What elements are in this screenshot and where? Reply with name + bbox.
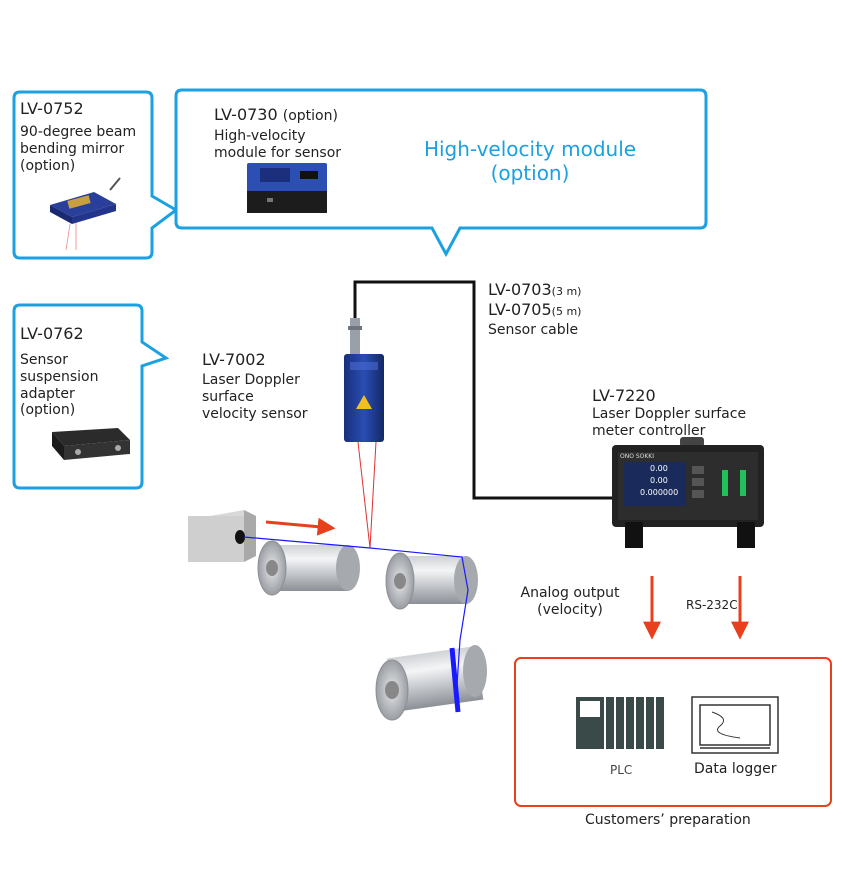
analog-output-label: Analog output (velocity) bbox=[520, 585, 620, 618]
customer-caption: Customers’ preparation bbox=[585, 812, 751, 828]
controller-desc: Laser Doppler surface meter controller bbox=[592, 406, 747, 439]
customer-box bbox=[514, 657, 832, 807]
roller-2 bbox=[385, 552, 478, 610]
module-headline: High-velocity module (option) bbox=[423, 137, 637, 185]
controller-model: LV-7220 bbox=[592, 386, 656, 405]
controller-brand: ONO SOKKI bbox=[620, 453, 655, 460]
web-path bbox=[243, 536, 469, 701]
cable-model-b: LV-0705(5 m) bbox=[488, 300, 582, 319]
sensor-model: LV-7002 bbox=[202, 350, 266, 369]
controller-readout-2: 0.00 bbox=[650, 476, 668, 485]
target-block bbox=[188, 510, 256, 562]
data-logger-label: Data logger bbox=[694, 761, 777, 777]
module-model: LV-0730 (option) bbox=[214, 105, 338, 124]
plc-icon bbox=[576, 697, 664, 749]
cable-desc: Sensor cable bbox=[488, 322, 579, 338]
module-option: (option) bbox=[282, 108, 338, 124]
data-logger-icon bbox=[691, 696, 779, 754]
cable-model-a: LV-0703(3 m) bbox=[488, 280, 582, 299]
plc-label: PLC bbox=[610, 763, 633, 777]
mirror-callout bbox=[12, 90, 179, 260]
adapter-desc: Sensor suspension adapter (option) bbox=[20, 352, 99, 419]
controller-readout-1: 0.00 bbox=[650, 464, 668, 473]
sensor-cable bbox=[353, 280, 615, 500]
mirror-photo bbox=[50, 177, 121, 251]
module-photo bbox=[247, 163, 327, 213]
mirror-model: LV-0752 bbox=[20, 99, 84, 118]
cable-length-b: (5 m) bbox=[551, 305, 582, 318]
mirror-desc: 90-degree beam bending mirror (option) bbox=[20, 124, 137, 174]
module-desc: High-velocity module for sensor bbox=[214, 128, 342, 161]
controller-readout-3: 0.000000 bbox=[640, 488, 679, 497]
flow-arrow bbox=[265, 517, 336, 536]
adapter-photo bbox=[52, 428, 130, 460]
rs232c-label: RS-232C bbox=[686, 598, 738, 612]
cable-length-a: (3 m) bbox=[551, 285, 582, 298]
adapter-model: LV-0762 bbox=[20, 324, 84, 343]
sensor-head bbox=[344, 318, 384, 442]
roller-1 bbox=[257, 540, 360, 596]
controller-unit bbox=[612, 437, 764, 548]
roller-3 bbox=[375, 645, 487, 721]
sensor-desc: Laser Doppler surface velocity sensor bbox=[202, 372, 308, 422]
